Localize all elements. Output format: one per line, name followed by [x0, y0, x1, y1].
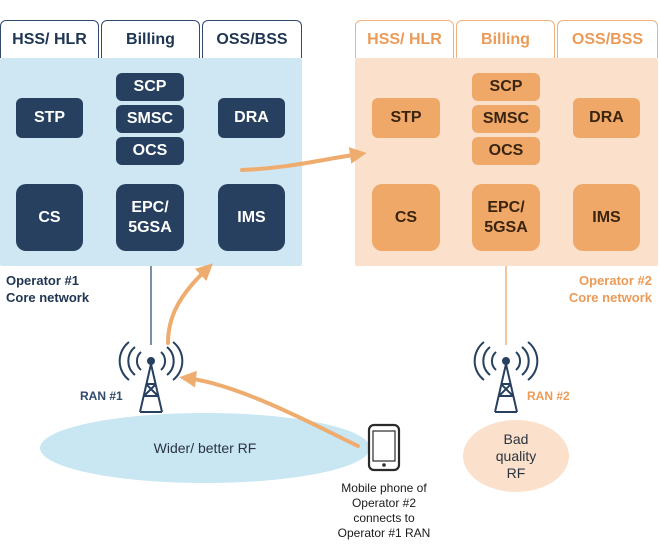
op1-label-line2: Core network — [6, 290, 90, 305]
op1-ims-label: IMS — [237, 208, 266, 226]
op1-epc-label-line1: EPC/ — [131, 198, 169, 216]
op2-ocs-label: OCS — [488, 142, 524, 159]
op1-ran-label: RAN #1 — [80, 389, 123, 403]
op2-scp-label: SCP — [489, 78, 523, 95]
op1-core-network-label: Operator #1 Core network — [6, 272, 146, 306]
op1-rf-label: Wider/ better RF — [153, 440, 257, 456]
op1-cs-box: CS — [16, 184, 83, 251]
op1-stp-label: STP — [33, 109, 66, 126]
op2-tab-billing-label: Billing — [481, 30, 530, 48]
op2-rf-coverage-area: Bad quality RF — [463, 420, 569, 492]
op1-epc-label-line2: 5GSA — [128, 218, 172, 236]
op2-label-line2: Core network — [568, 290, 652, 305]
op2-ims-box: IMS — [573, 184, 640, 251]
op1-stp-box: STP — [16, 98, 83, 138]
phone-caption-line1: Mobile phone of — [341, 481, 427, 495]
phone-caption-line2: Operator #2 — [351, 496, 417, 510]
ran-to-core-arrow — [166, 263, 213, 345]
op2-rf-line2: quality — [495, 447, 537, 464]
op1-dra-box: DRA — [218, 98, 285, 138]
op2-cs-box: CS — [372, 184, 440, 251]
op2-label-line1: Operator #2 — [579, 273, 652, 288]
op2-epc-5gsa-box: EPC/ 5GSA — [472, 184, 540, 251]
antenna-tower-icon — [118, 341, 184, 413]
op1-scp-box: SCP — [116, 73, 184, 101]
op2-rf-line3: RF — [506, 464, 526, 481]
phone-caption: Mobile phone of Operator #2 connects to … — [324, 481, 444, 541]
op2-cs-label: CS — [394, 208, 418, 226]
op2-smsc-box: SMSC — [472, 105, 540, 133]
op1-ocs-label: OCS — [132, 142, 168, 159]
op1-ocs-box: OCS — [116, 137, 184, 165]
op2-ims-label: IMS — [592, 208, 621, 226]
op1-tab-billing: Billing — [101, 20, 200, 58]
op2-core-network-label: Operator #2 Core network — [500, 272, 652, 306]
op1-tab-oss-bss: OSS/BSS — [202, 20, 302, 58]
op1-tab-hss-hlr: HSS/ HLR — [0, 20, 99, 58]
op2-smsc-label: SMSC — [482, 110, 530, 127]
antenna-tower-icon — [473, 341, 539, 413]
op2-stp-box: STP — [372, 98, 440, 138]
op2-dra-box: DRA — [573, 98, 640, 138]
phone-to-ran-arrow — [179, 370, 360, 448]
op1-dra-label: DRA — [234, 109, 269, 126]
op1-tab-hss-hlr-label: HSS/ HLR — [12, 30, 87, 48]
op2-tab-billing: Billing — [456, 20, 555, 58]
mobile-phone-icon — [367, 423, 401, 472]
op1-ims-box: IMS — [218, 184, 285, 251]
op2-epc-label-line1: EPC/ — [487, 198, 525, 216]
op2-stp-label: STP — [390, 109, 422, 126]
op1-epc-5gsa-box: EPC/ 5GSA — [116, 184, 184, 251]
phone-caption-line3: connects to — [353, 511, 415, 525]
core-to-core-arrow — [240, 147, 367, 172]
op2-ran-label: RAN #2 — [527, 389, 570, 403]
op2-epc-label-line2: 5GSA — [484, 218, 528, 236]
op2-ocs-box: OCS — [472, 137, 540, 165]
op1-tab-oss-bss-label: OSS/BSS — [216, 30, 288, 48]
op1-smsc-label: SMSC — [126, 110, 174, 127]
op1-cs-label: CS — [38, 208, 61, 226]
op2-tab-oss-bss-label: OSS/BSS — [571, 30, 644, 48]
op2-rf-line1: Bad — [503, 430, 529, 447]
op2-dra-label: DRA — [589, 109, 624, 126]
op1-label-line1: Operator #1 — [6, 273, 79, 288]
op2-tab-hss-hlr: HSS/ HLR — [355, 20, 454, 58]
phone-caption-line4: Operator #1 RAN — [337, 526, 431, 540]
op1-tab-billing-label: Billing — [126, 30, 175, 48]
op2-tab-hss-hlr-label: HSS/ HLR — [367, 30, 442, 48]
op2-scp-box: SCP — [472, 73, 540, 101]
op2-tab-oss-bss: OSS/BSS — [557, 20, 658, 58]
op1-smsc-box: SMSC — [116, 105, 184, 133]
op1-scp-label: SCP — [133, 78, 167, 95]
